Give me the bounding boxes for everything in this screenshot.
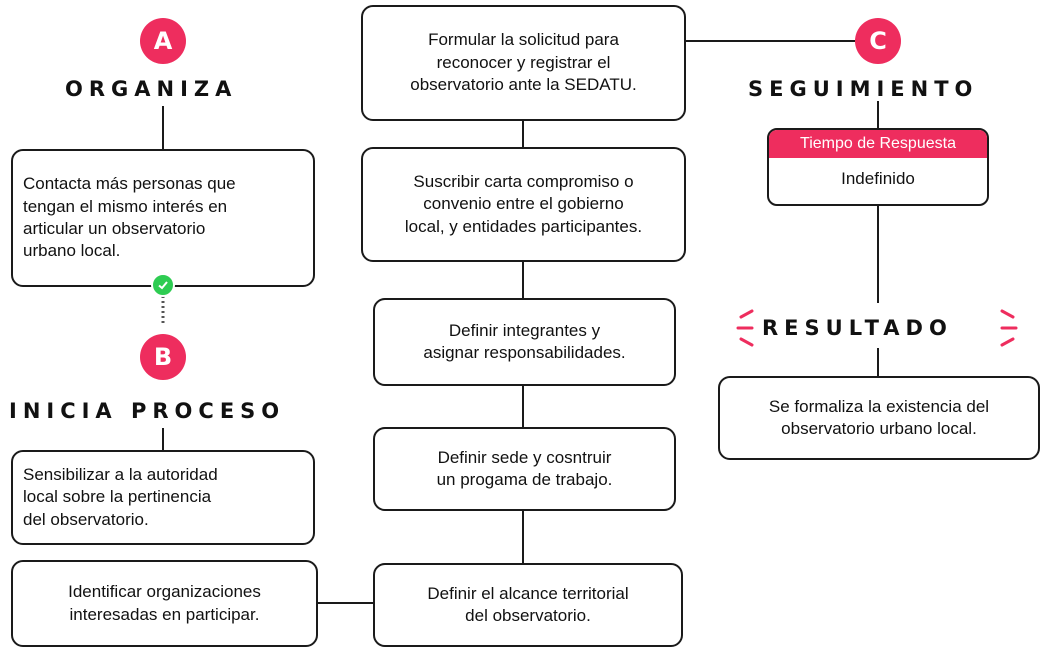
box-step-integrantes: Definir integrantes y asignar responsabi… xyxy=(373,298,676,386)
badge-a: A xyxy=(140,18,186,64)
badge-c: C xyxy=(855,18,901,64)
box-step-sede: Definir sede y cosntruir un progama de t… xyxy=(373,427,676,511)
box-resultado: Se formaliza la existencia del observato… xyxy=(718,376,1040,460)
badge-b: B xyxy=(140,334,186,380)
response-time-card: Tiempo de Respuesta Indefinido xyxy=(767,128,989,206)
box-step-alcance: Definir el alcance territorial del obser… xyxy=(373,563,683,647)
check-icon xyxy=(151,273,175,297)
heading-resultado: RESULTADO xyxy=(762,316,953,340)
result-accent-marks xyxy=(736,309,1018,347)
box-step-suscribir: Suscribir carta compromiso o convenio en… xyxy=(361,147,686,262)
box-contacta: Contacta más personas que tengan el mism… xyxy=(11,149,315,287)
box-step-formular: Formular la solicitud para reconocer y r… xyxy=(361,5,686,121)
box-sensibilizar: Sensibilizar a la autoridad local sobre … xyxy=(11,450,315,545)
heading-organiza: ORGANIZA xyxy=(65,77,238,101)
response-time-value: Indefinido xyxy=(841,169,915,188)
heading-seguimiento: SEGUIMIENTO xyxy=(748,77,979,101)
heading-inicia-proceso: INICIA PROCESO xyxy=(9,399,286,423)
box-identificar: Identificar organizaciones interesadas e… xyxy=(11,560,318,647)
response-time-label: Tiempo de Respuesta xyxy=(769,130,987,158)
